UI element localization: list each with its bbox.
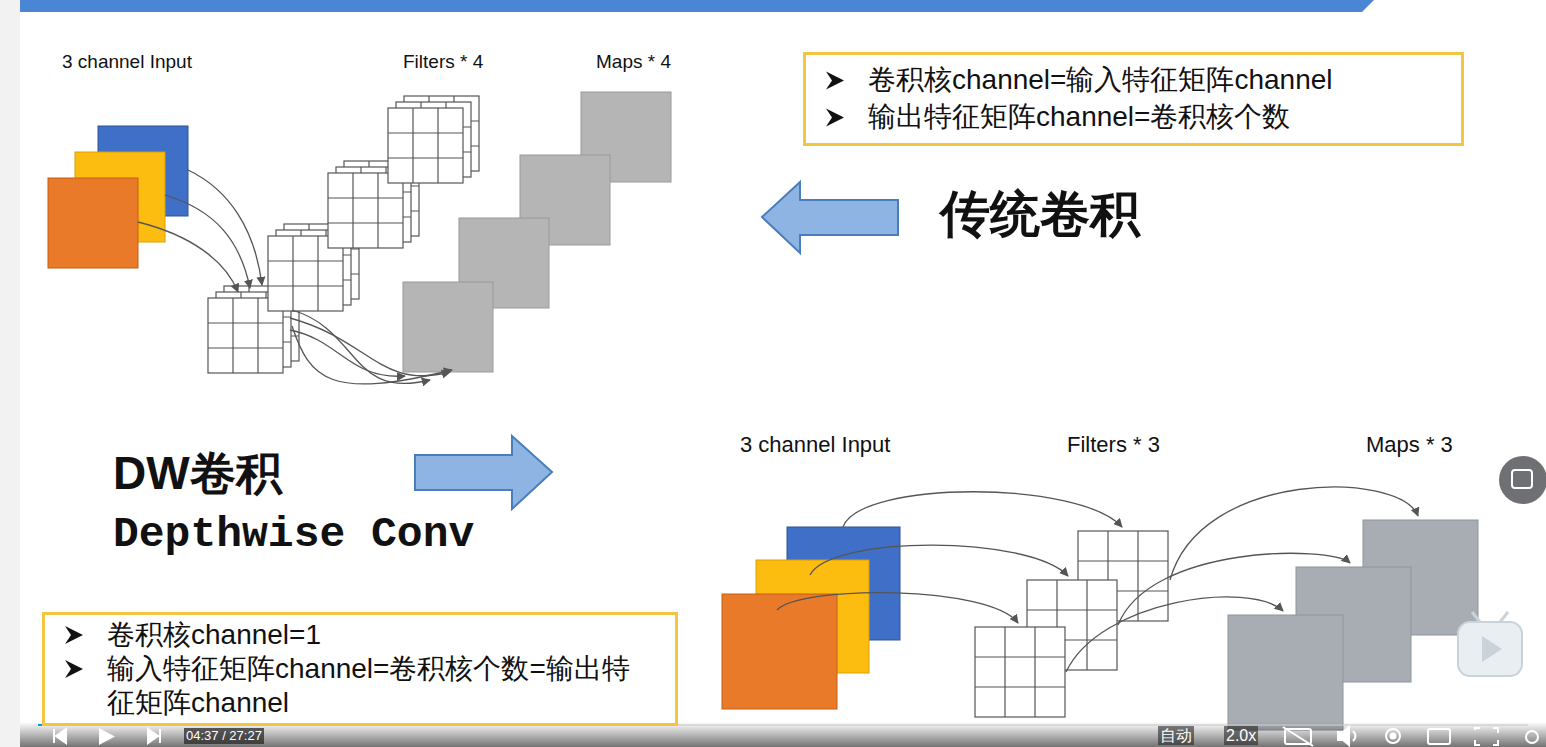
top-bar (20, 0, 1374, 12)
bullet-arrow (61, 618, 107, 652)
pip-glyph (1512, 470, 1532, 488)
next-button (148, 729, 160, 743)
group-heading: Maps * 4 (596, 51, 671, 74)
prev-button (54, 729, 66, 743)
flow-curve (188, 170, 262, 285)
flow-curve (810, 545, 1068, 576)
bullet-text: 输入特征矩阵channel=卷积核个数=输出特 征矩阵channel (107, 652, 661, 719)
section-title: Depthwise Conv (113, 509, 474, 561)
flow-curve (138, 222, 238, 292)
side-strip (0, 0, 20, 747)
note-box: 卷积核channel=输入特征矩阵channel输出特征矩阵channel=卷积… (803, 52, 1464, 146)
pip-icon (1499, 456, 1546, 504)
bullet-text: 卷积核channel=1 (107, 618, 321, 652)
flow-curve (292, 310, 430, 384)
group-heading: Filters * 4 (403, 51, 483, 74)
quality-button: 自动 (1158, 726, 1194, 745)
group-heading: 3 channel Input (62, 51, 192, 74)
bullet-arrow (822, 99, 868, 136)
bullet-text: 输出特征矩阵channel=卷积核个数 (868, 99, 1290, 136)
time-display: 04:37 / 27:27 (184, 728, 264, 744)
feature-map (722, 594, 837, 709)
flow-curve (292, 326, 452, 384)
kernel-grid (975, 627, 1065, 717)
flow-curve (1066, 597, 1283, 672)
group-heading: Filters * 3 (1067, 432, 1160, 458)
bullet-row: 输出特征矩阵channel=卷积核个数 (822, 99, 1447, 136)
bullet-arrow (822, 62, 868, 99)
standard-conv-figure (48, 92, 671, 384)
play-button (99, 728, 115, 745)
flow-curve (777, 593, 1018, 623)
section-title: DW卷积 (113, 446, 282, 501)
block-arrow-left (762, 182, 898, 253)
tv-ear (1500, 612, 1508, 622)
depthwise-conv-figure (722, 487, 1478, 730)
feature-map (403, 282, 493, 372)
flow-curve (1170, 487, 1418, 580)
tv-icon (1458, 622, 1522, 676)
block-arrow-right (415, 436, 552, 509)
tv-ear (1472, 612, 1480, 622)
flow-curve (290, 330, 405, 376)
feature-map (48, 178, 138, 268)
section-title: 传统卷积 (940, 184, 1140, 244)
bullet-row: 卷积核channel=输入特征矩阵channel (822, 62, 1447, 99)
kernel-grid (328, 173, 403, 248)
flow-curve (843, 492, 1122, 527)
group-heading: Maps * 3 (1366, 432, 1453, 458)
note-box: 卷积核channel=1输入特征矩阵channel=卷积核个数=输出特 征矩阵c… (42, 612, 678, 726)
player-icons (1283, 727, 1538, 746)
feature-map (1228, 615, 1343, 730)
bullet-row: 输入特征矩阵channel=卷积核个数=输出特 征矩阵channel (61, 652, 661, 719)
bullet-arrow (61, 652, 107, 686)
bullet-row: 卷积核channel=1 (61, 618, 661, 652)
tv-play (1482, 636, 1502, 662)
speed-button: 2.0x (1224, 726, 1258, 745)
group-heading: 3 channel Input (740, 432, 890, 458)
bullet-text: 卷积核channel=输入特征矩阵channel (868, 62, 1333, 99)
flow-curve (165, 195, 250, 288)
kernel-grid (388, 108, 463, 183)
flow-curve (1118, 553, 1350, 625)
